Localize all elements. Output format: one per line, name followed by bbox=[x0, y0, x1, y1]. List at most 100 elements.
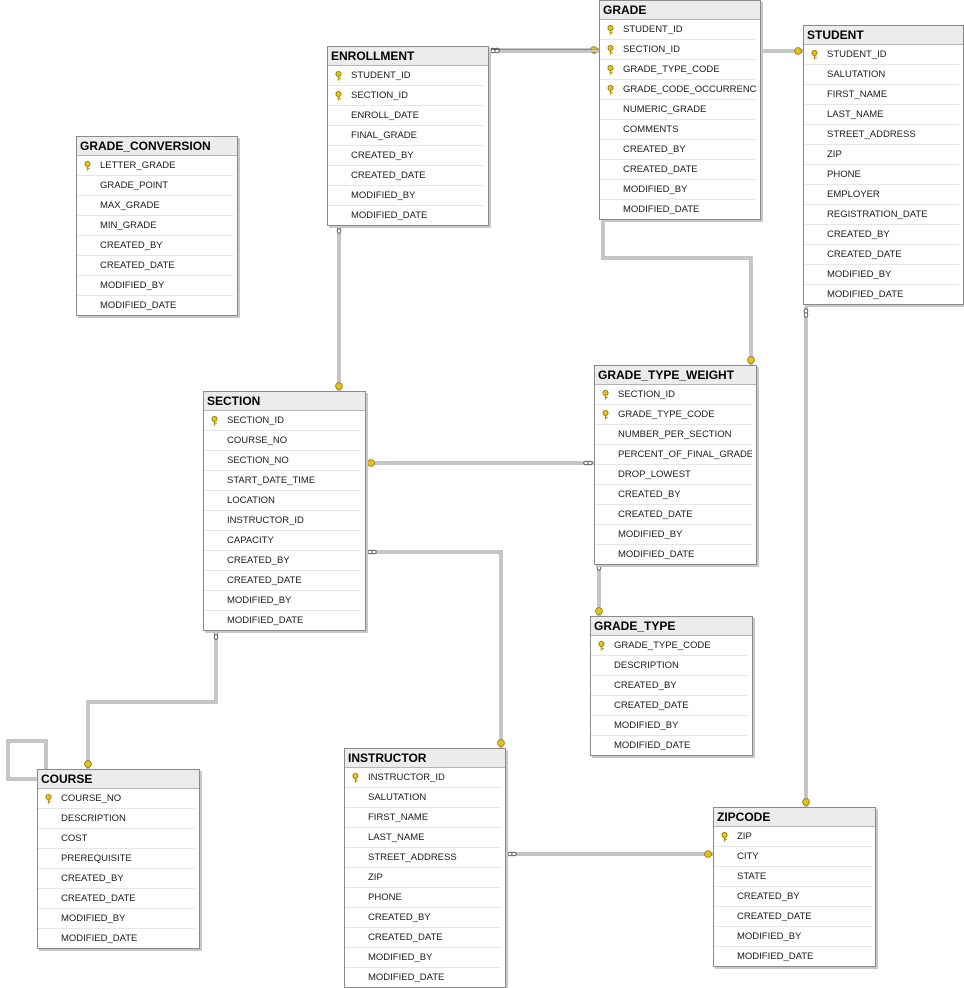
table-column[interactable]: MODIFIED_BY bbox=[591, 716, 748, 736]
table-column[interactable]: DESCRIPTION bbox=[591, 656, 748, 676]
table-column[interactable]: REGISTRATION_DATE bbox=[804, 205, 959, 225]
primary-key-column[interactable]: GRADE_CODE_OCCURRENCE bbox=[600, 80, 756, 100]
table-column[interactable]: CREATED_BY bbox=[328, 146, 484, 166]
table-column[interactable]: MODIFIED_DATE bbox=[591, 736, 748, 755]
table-column[interactable]: CREATED_BY bbox=[714, 887, 871, 907]
table-column[interactable]: SALUTATION bbox=[804, 65, 959, 85]
table-column[interactable]: MODIFIED_BY bbox=[804, 265, 959, 285]
relationship-grade-type-weight-grade[interactable] bbox=[600, 211, 755, 365]
table-column[interactable]: PHONE bbox=[804, 165, 959, 185]
table-column[interactable]: DROP_LOWEST bbox=[595, 465, 752, 485]
relationship-zipcode-student[interactable] bbox=[802, 307, 810, 807]
primary-key-column[interactable]: STUDENT_ID bbox=[600, 20, 756, 40]
relationship-grade-type-grade-type-weight[interactable] bbox=[595, 560, 603, 616]
table-column[interactable]: MODIFIED_BY bbox=[38, 909, 195, 929]
primary-key-column[interactable]: GRADE_TYPE_CODE bbox=[595, 405, 752, 425]
table-column[interactable]: NUMBER_PER_SECTION bbox=[595, 425, 752, 445]
relationship-course-section[interactable] bbox=[84, 629, 219, 769]
table-column[interactable]: ZIP bbox=[345, 868, 501, 888]
table-column[interactable]: SECTION_NO bbox=[204, 451, 361, 471]
table-column[interactable]: MODIFIED_BY bbox=[714, 927, 871, 947]
table-column[interactable]: SALUTATION bbox=[345, 788, 501, 808]
table-column[interactable]: MODIFIED_BY bbox=[595, 525, 752, 545]
primary-key-column[interactable]: SECTION_ID bbox=[600, 40, 756, 60]
table-column[interactable]: ENROLL_DATE bbox=[328, 106, 484, 126]
table-column[interactable]: CREATED_DATE bbox=[345, 928, 501, 948]
table-column[interactable]: MODIFIED_DATE bbox=[77, 296, 233, 315]
table-column[interactable]: CREATED_DATE bbox=[328, 166, 484, 186]
table-column[interactable]: FINAL_GRADE bbox=[328, 126, 484, 146]
table-column[interactable]: PERCENT_OF_FINAL_GRADE bbox=[595, 445, 752, 465]
primary-key-column[interactable]: SECTION_ID bbox=[204, 411, 361, 431]
table-column[interactable]: CREATED_BY bbox=[38, 869, 195, 889]
table-column[interactable]: MODIFIED_DATE bbox=[204, 611, 361, 630]
table-column[interactable]: LAST_NAME bbox=[345, 828, 501, 848]
table-column[interactable]: CREATED_DATE bbox=[204, 571, 361, 591]
table-column[interactable]: MIN_GRADE bbox=[77, 216, 233, 236]
primary-key-column[interactable]: STUDENT_ID bbox=[328, 66, 484, 86]
table-column[interactable]: MAX_GRADE bbox=[77, 196, 233, 216]
table-column[interactable]: START_DATE_TIME bbox=[204, 471, 361, 491]
primary-key-column[interactable]: GRADE_TYPE_CODE bbox=[591, 636, 748, 656]
table-column[interactable]: MODIFIED_DATE bbox=[345, 968, 501, 987]
table-column[interactable]: STREET_ADDRESS bbox=[345, 848, 501, 868]
table-column[interactable]: NUMERIC_GRADE bbox=[600, 100, 756, 120]
table-column[interactable]: STATE bbox=[714, 867, 871, 887]
table-column[interactable]: MODIFIED_BY bbox=[77, 276, 233, 296]
table-column[interactable]: LAST_NAME bbox=[804, 105, 959, 125]
table-column[interactable]: LOCATION bbox=[204, 491, 361, 511]
table-column[interactable]: INSTRUCTOR_ID bbox=[204, 511, 361, 531]
primary-key-column[interactable]: SECTION_ID bbox=[328, 86, 484, 106]
table-column[interactable]: CREATED_BY bbox=[345, 908, 501, 928]
table-column[interactable]: CREATED_BY bbox=[77, 236, 233, 256]
table-column[interactable]: CREATED_DATE bbox=[600, 160, 756, 180]
table-column[interactable]: CREATED_BY bbox=[600, 140, 756, 160]
table-column[interactable]: CREATED_DATE bbox=[714, 907, 871, 927]
table-column[interactable]: CREATED_BY bbox=[204, 551, 361, 571]
table-column[interactable]: COST bbox=[38, 829, 195, 849]
primary-key-column[interactable]: LETTER_GRADE bbox=[77, 156, 233, 176]
table-column[interactable]: COMMENTS bbox=[600, 120, 756, 140]
table-column[interactable]: GRADE_POINT bbox=[77, 176, 233, 196]
table-column[interactable]: MODIFIED_BY bbox=[600, 180, 756, 200]
table-column[interactable]: STREET_ADDRESS bbox=[804, 125, 959, 145]
table-column[interactable]: MODIFIED_DATE bbox=[328, 206, 484, 225]
table-column[interactable]: CREATED_DATE bbox=[38, 889, 195, 909]
table-column[interactable]: MODIFIED_DATE bbox=[714, 947, 871, 966]
table-column[interactable]: CREATED_BY bbox=[595, 485, 752, 505]
table-column[interactable]: ZIP bbox=[804, 145, 959, 165]
table-column[interactable]: CREATED_BY bbox=[591, 676, 748, 696]
table-column[interactable]: CREATED_DATE bbox=[595, 505, 752, 525]
table-column[interactable]: PHONE bbox=[345, 888, 501, 908]
relationship-instructor-section[interactable] bbox=[366, 549, 505, 748]
primary-key-column[interactable]: INSTRUCTOR_ID bbox=[345, 768, 501, 788]
table-column[interactable]: CREATED_DATE bbox=[804, 245, 959, 265]
table-column[interactable]: DESCRIPTION bbox=[38, 809, 195, 829]
table-column[interactable]: CAPACITY bbox=[204, 531, 361, 551]
table-column[interactable]: MODIFIED_BY bbox=[328, 186, 484, 206]
table-column[interactable]: MODIFIED_DATE bbox=[595, 545, 752, 564]
table-column[interactable]: COURSE_NO bbox=[204, 431, 361, 451]
table-column[interactable]: CREATED_BY bbox=[804, 225, 959, 245]
relationship-zipcode-instructor[interactable] bbox=[506, 850, 713, 858]
table-column[interactable]: MODIFIED_BY bbox=[204, 591, 361, 611]
table-column[interactable]: CREATED_DATE bbox=[77, 256, 233, 276]
primary-key-column[interactable]: STUDENT_ID bbox=[804, 45, 959, 65]
primary-key-column[interactable]: GRADE_TYPE_CODE bbox=[600, 60, 756, 80]
relationship-section-enrollment[interactable] bbox=[335, 223, 343, 391]
table-column[interactable]: MODIFIED_DATE bbox=[600, 200, 756, 219]
primary-key-column[interactable]: COURSE_NO bbox=[38, 789, 195, 809]
table-column[interactable]: CITY bbox=[714, 847, 871, 867]
table-column[interactable]: MODIFIED_BY bbox=[345, 948, 501, 968]
table-column[interactable]: FIRST_NAME bbox=[345, 808, 501, 828]
primary-key-column[interactable]: SECTION_ID bbox=[595, 385, 752, 405]
